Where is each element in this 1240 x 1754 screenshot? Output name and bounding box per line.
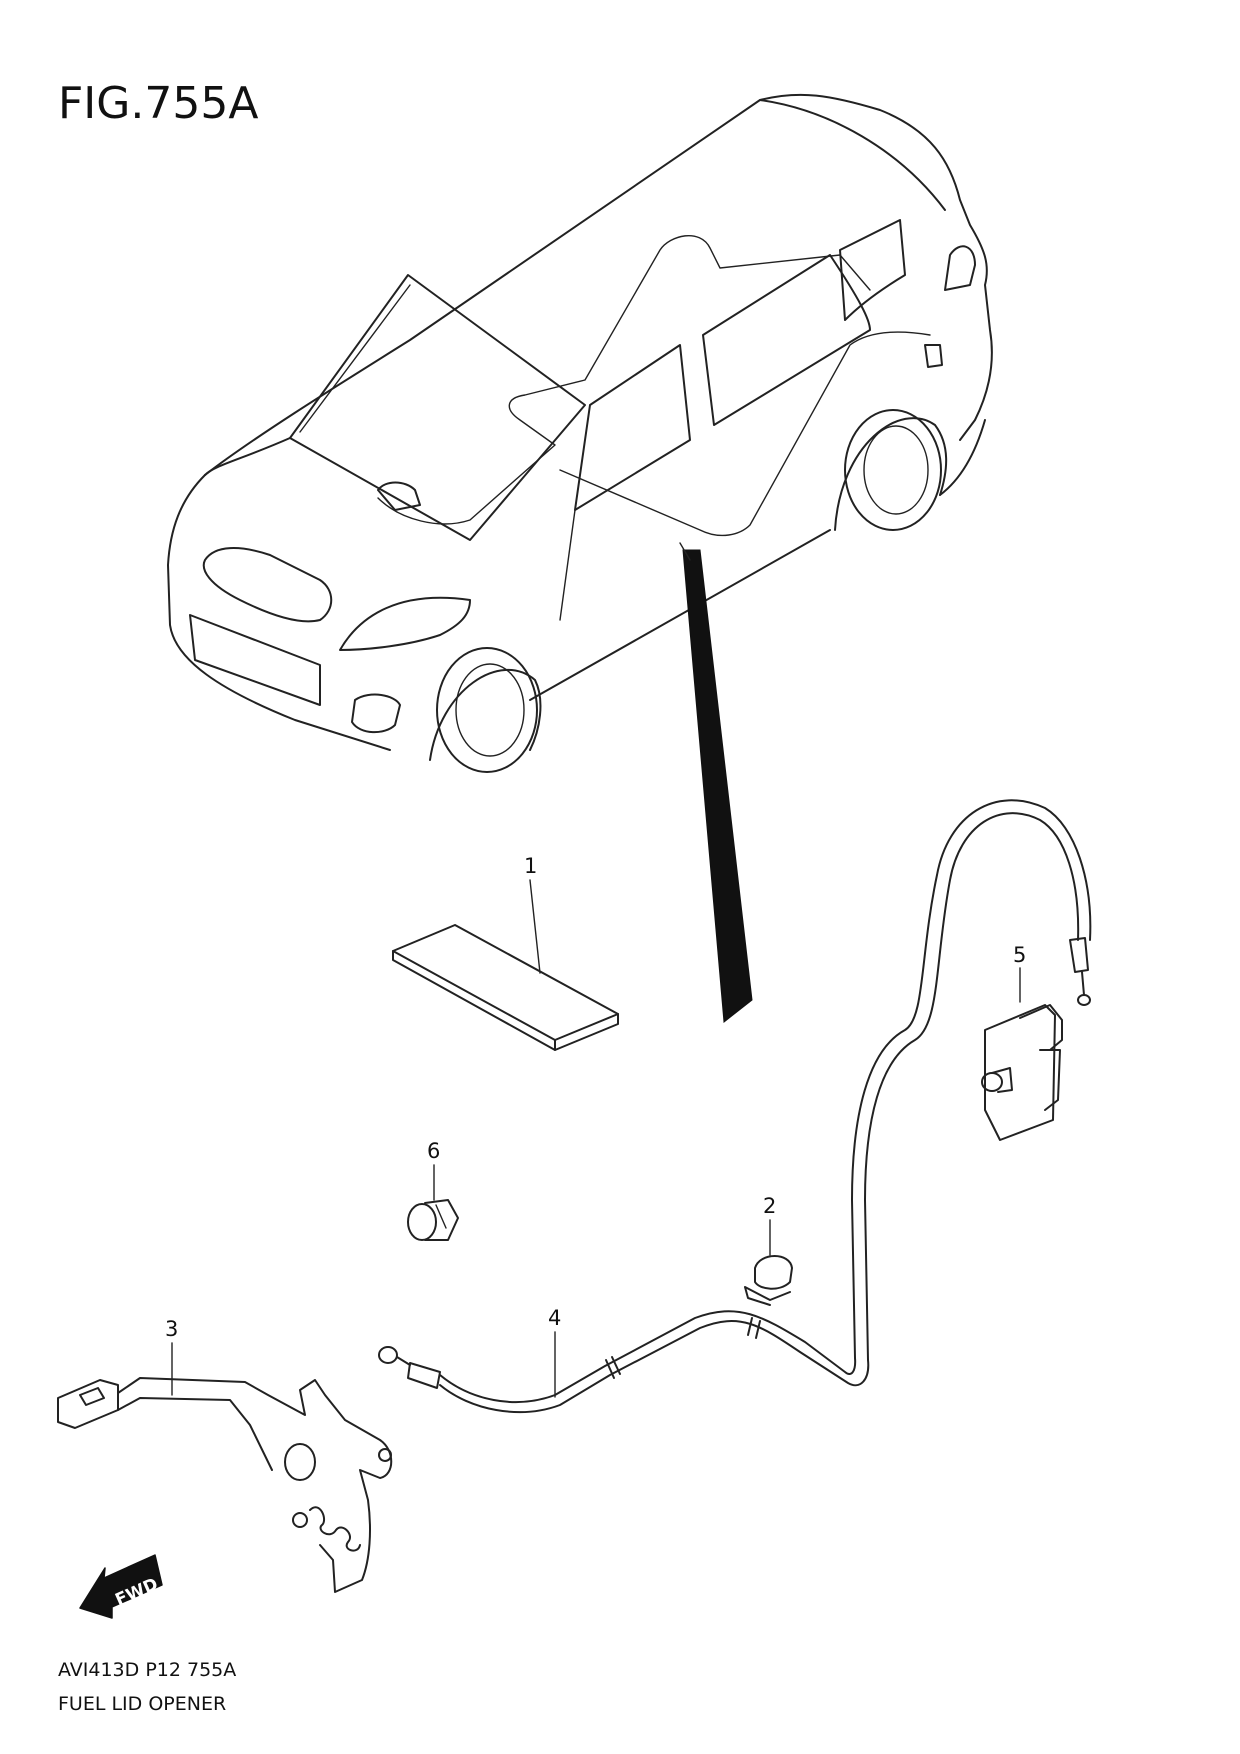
figure-name: FUEL LID OPENER: [58, 1693, 227, 1715]
callout-4: 4: [548, 1306, 561, 1330]
callout-2: 2: [763, 1194, 776, 1218]
callout-3: 3: [165, 1317, 178, 1341]
part-5-opener: [981, 937, 1091, 1141]
part-3-lever: [57, 1342, 393, 1593]
cable-route-in-car: [377, 234, 943, 537]
callout-6: 6: [427, 1139, 440, 1163]
part-6-clip: [407, 1164, 459, 1241]
figure-code: AVI413D P12 755A: [58, 1659, 237, 1681]
pointer-arrow: [682, 549, 753, 1023]
callout-1: 1: [524, 854, 537, 878]
part-2-clip: [744, 1219, 793, 1306]
part-4-cable: [378, 799, 1092, 1414]
figure-title: FIG.755A: [58, 78, 259, 129]
car-outline: [167, 93, 993, 773]
fwd-arrow-icon: FWD: [79, 1554, 163, 1619]
part-1-pad: [392, 879, 619, 1051]
callout-5: 5: [1013, 943, 1026, 967]
